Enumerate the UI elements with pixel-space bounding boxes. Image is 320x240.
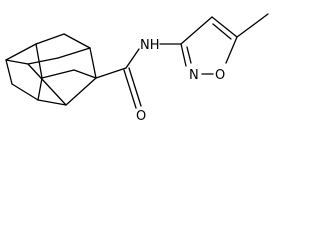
isoxazole-ring xyxy=(180,13,269,75)
nh-label: NH xyxy=(140,38,160,53)
adamantane-bond xyxy=(5,59,29,65)
adamantane-bond xyxy=(5,59,13,85)
ring-c4-c5-bond xyxy=(211,16,238,38)
chemical-structure-diagram: NH O N O xyxy=(5,13,269,124)
carbonyl-oxygen-label: O xyxy=(136,109,146,124)
carbonyl-double-bond xyxy=(128,67,142,107)
ring-oxygen-label: O xyxy=(215,68,225,83)
adamantane-bond xyxy=(11,83,39,101)
adamantane-bond xyxy=(37,77,43,101)
ring-c5-o-bond xyxy=(225,36,238,64)
adamantane-bond xyxy=(37,99,67,106)
adamantane-bond xyxy=(65,77,97,106)
bridgehead-to-carbonyl-bond xyxy=(95,67,127,79)
adamantane-bond xyxy=(35,33,65,45)
adamantane-cage xyxy=(5,33,97,106)
amide-linkage xyxy=(95,43,182,109)
adamantane-bond xyxy=(27,57,59,65)
carbonyl-double-bond xyxy=(123,69,137,109)
carbonyl-to-nh-bond xyxy=(125,48,140,69)
methyl-bond xyxy=(236,13,269,38)
ring-n-c3-inner-bond xyxy=(186,46,192,64)
ring-c3-c4-bond xyxy=(180,16,213,45)
adamantane-bond xyxy=(57,47,91,59)
adamantane-bond xyxy=(63,33,91,49)
adamantane-bond xyxy=(5,43,37,61)
adamantane-bond xyxy=(35,43,43,79)
adamantane-bond xyxy=(27,63,67,106)
adamantane-bond xyxy=(41,69,75,79)
ring-nitrogen-label: N xyxy=(189,68,199,83)
adamantane-bond xyxy=(89,47,97,79)
ring-n-c3-bond xyxy=(180,43,187,67)
adamantane-bond xyxy=(73,69,97,79)
ring-c4-c5-inner-bond xyxy=(212,23,232,40)
